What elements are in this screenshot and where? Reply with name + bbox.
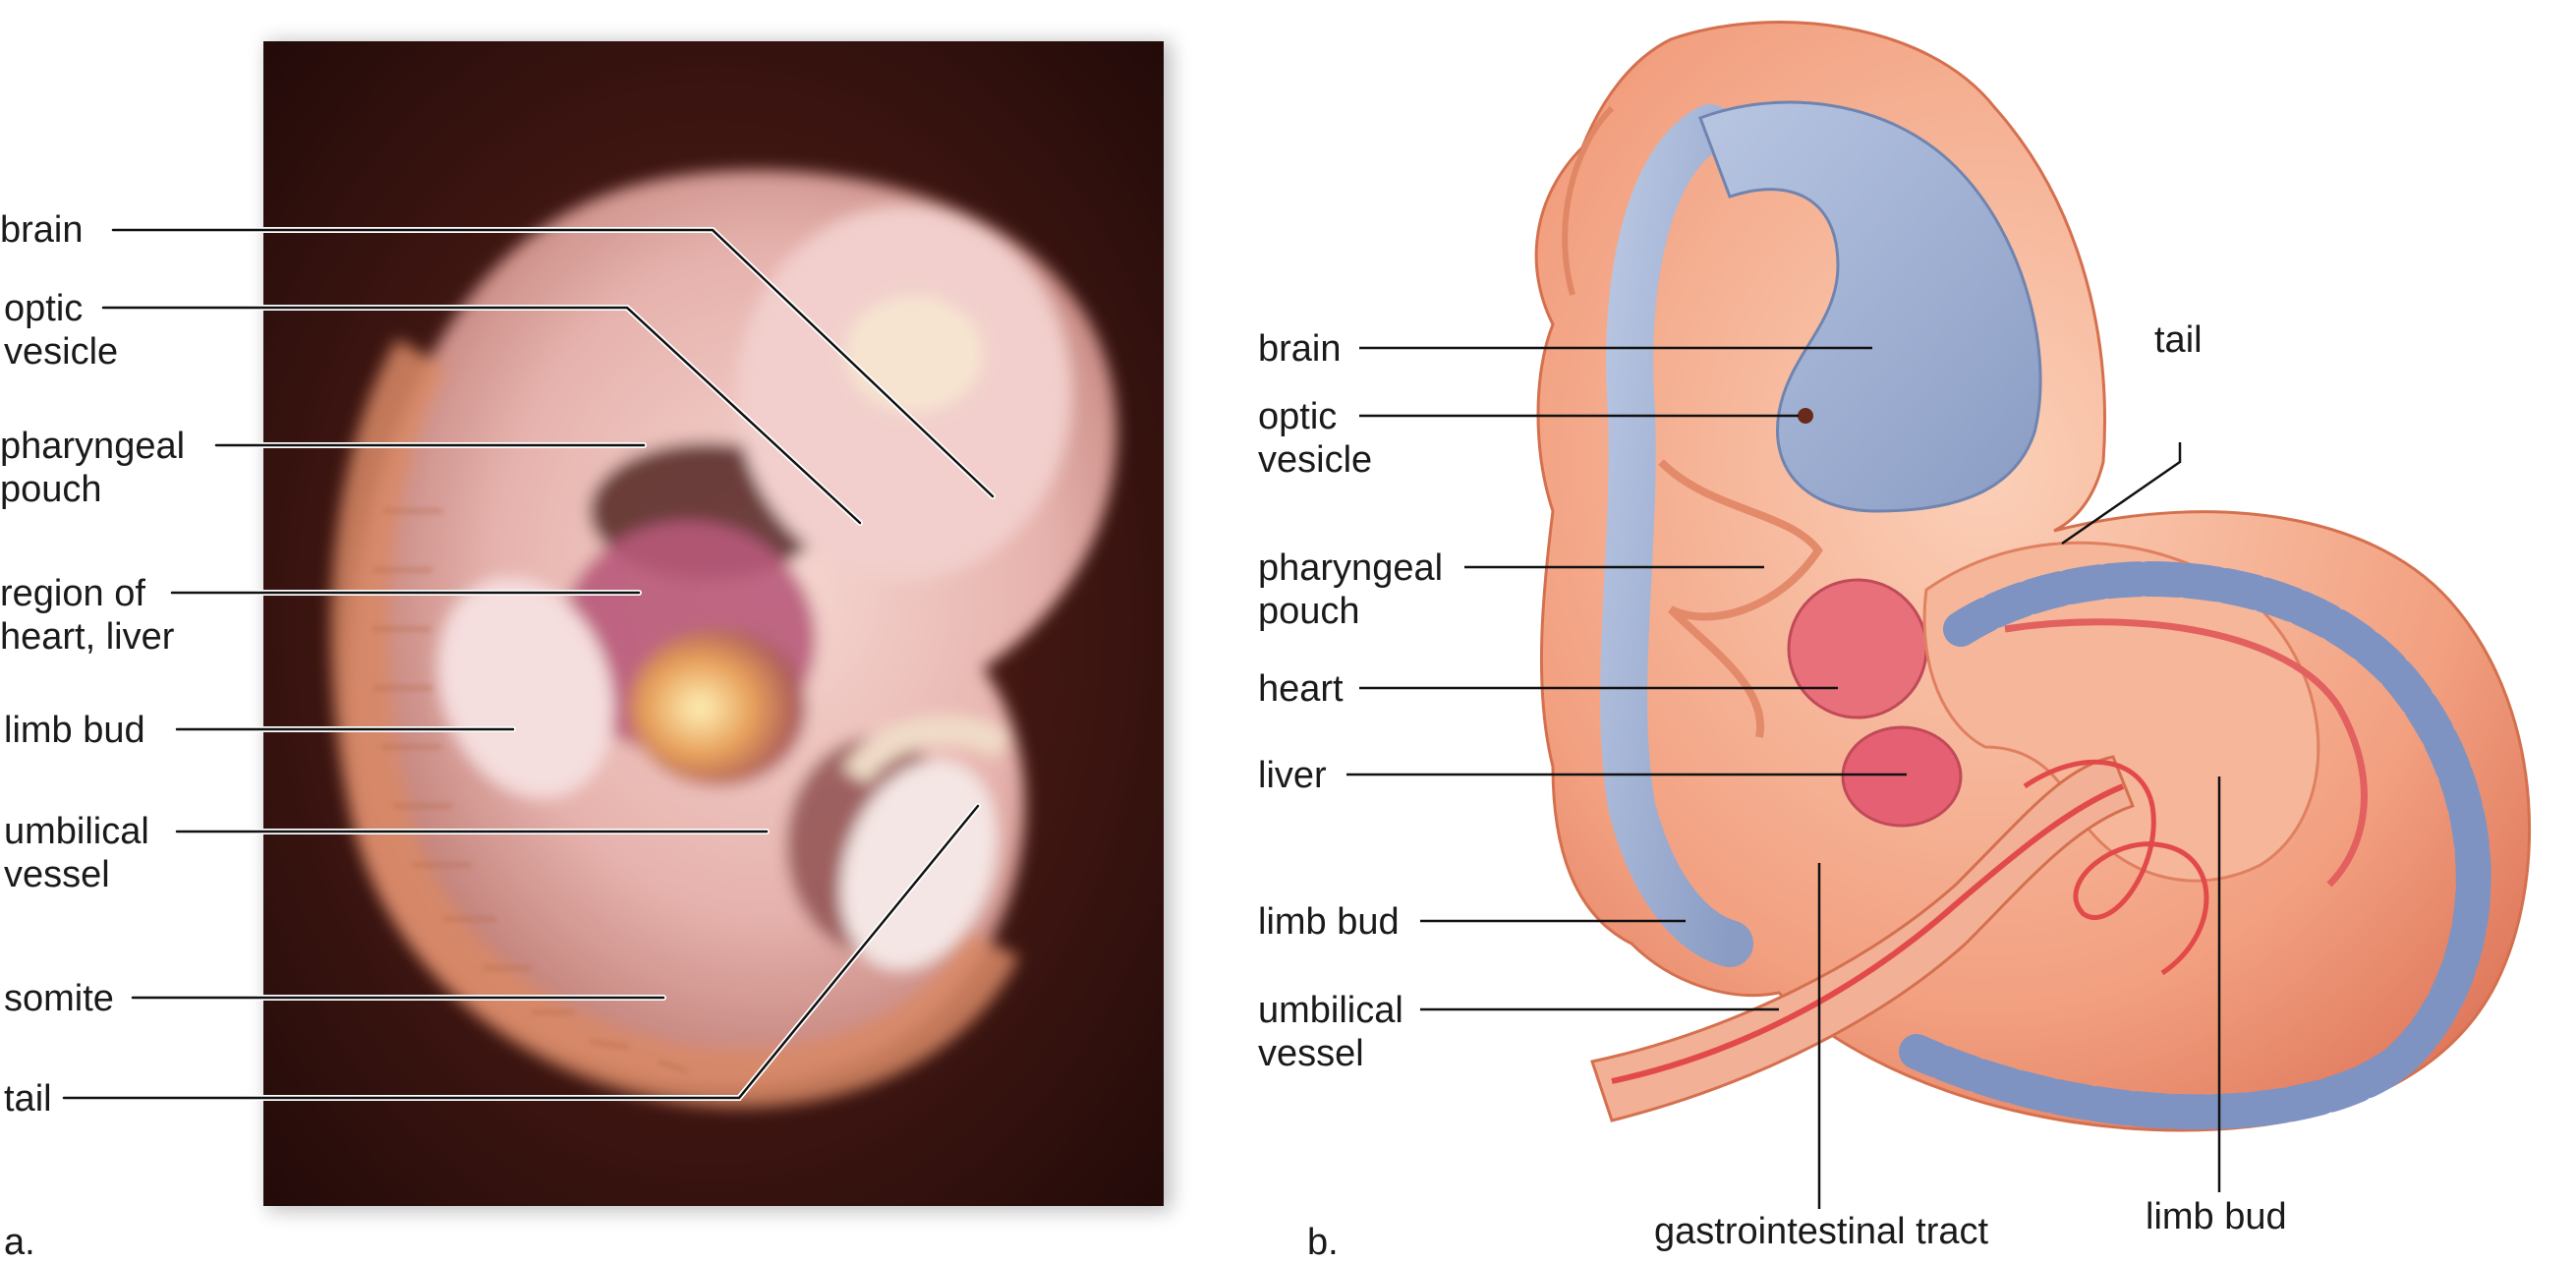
panel-a-label-region-heart-liver: region of heart, liver [0,573,175,658]
panel-a-label-limb-bud: limb bud [4,710,145,751]
panel-b-label-limb-bud-bottom: limb bud [2146,1196,2287,1237]
panel-b-label-brain: brain [1258,328,1342,370]
panel-b-label-heart: heart [1258,668,1344,710]
liver-shape [1841,725,1963,828]
panel-a-label-optic-vesicle: optic vesicle [4,288,119,373]
gi-tract-loop [2023,759,2209,976]
embryo-photo [330,170,1117,1108]
panel-b-label-umbilical-vessel: umbilical vessel [1258,990,1403,1074]
panel-a-label-brain: brain [0,209,84,251]
panel-b-label-limb-bud-left: limb bud [1258,901,1400,943]
panel-b-illustration [1346,21,2532,1209]
somite-column [1899,561,2491,1130]
optic-vesicle-dot [1798,408,1813,424]
panel-b-label-gastrointestinal-tract: gastrointestinal tract [1654,1211,1989,1252]
neural-tube [1600,104,1753,967]
panel-a-photo [61,41,1172,1211]
heart-shape [1787,578,1928,719]
panel-a-label-pharyngeal-pouch: pharyngeal pouch [0,426,186,510]
panel-b-label-optic-vesicle: optic vesicle [1258,396,1373,481]
panel-a-label-somite: somite [4,978,114,1019]
panel-a-label-umbilical-vessel: umbilical vessel [4,811,149,895]
panel-b-leaders [1346,346,2221,1209]
panel-b-letter: b. [1307,1222,1339,1263]
panel-a-leaders [61,227,996,1101]
panel-b-label-pharyngeal-pouch: pharyngeal pouch [1258,547,1444,632]
panel-b-label-tail: tail [2154,319,2203,361]
panel-b-label-liver: liver [1258,755,1327,796]
brain-ventricle [1698,100,2042,513]
panel-a-letter: a. [4,1222,35,1263]
panel-a-label-tail: tail [4,1078,52,1120]
